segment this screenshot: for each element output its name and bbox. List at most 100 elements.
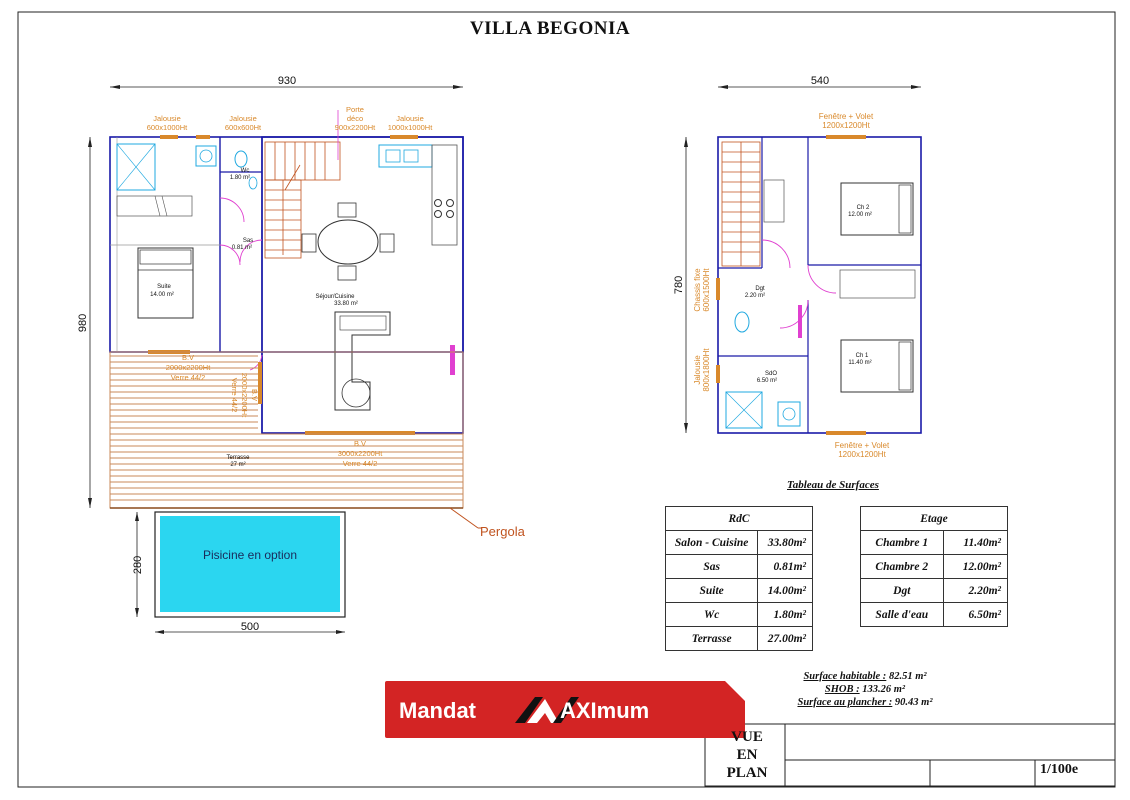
page-title: VILLA BEGONIA [469, 18, 631, 39]
view-line-2: EN [736, 747, 758, 763]
view-line-3: PLAN [726, 765, 768, 781]
room-suite-area: 14.00 m² [150, 292, 174, 298]
etage-label: Dgt [860, 578, 944, 603]
surface-summary: Surface habitable : 82.51 m² SHOB : 133.… [770, 670, 960, 709]
label-bv-1-glass: Verre 44/2 [171, 373, 206, 382]
mandat-maximum-logo: Mandat AXImum [385, 680, 746, 738]
etage-header: Etage [860, 506, 1008, 531]
rdc-value: 14.00m² [757, 578, 813, 603]
label-jalousie-1-size: 600x1000Ht [147, 123, 188, 132]
sheet-border [17, 11, 1116, 788]
rdc-label: Salon - Cuisine [664, 530, 759, 555]
label-porte: Porte [346, 105, 364, 114]
label-fenetre-bottom: Fenêtre + Volet [835, 441, 890, 450]
room-sdo-area: 6.50 m² [757, 378, 777, 384]
room-sas-name: Sas [243, 238, 253, 244]
shob-label: SHOB : [824, 684, 860, 695]
shob-value: 133.26 m² [862, 684, 906, 695]
rdc-value: 27.00m² [757, 626, 813, 651]
room-dgt-area: 2.20 m² [745, 293, 765, 299]
etage-label: Chambre 2 [860, 554, 944, 579]
habitable-value: 82.51 m² [888, 671, 927, 682]
plancher-label: Surface au plancher : [797, 697, 893, 708]
label-porte-size: 900x2200Ht [335, 123, 376, 132]
label-bv-2-glass: Verre 44/2 [230, 378, 239, 413]
room-sas-area: 0.81 m² [232, 245, 252, 251]
label-bv-2-size: 2000x2200Ht [240, 373, 249, 419]
room-sdo-name: SdO [765, 371, 777, 377]
dim-ground-height: 980 [77, 314, 89, 332]
cartouche-scale: 1/100e [1040, 762, 1079, 777]
room-ch2-area: 12.00 m² [848, 212, 872, 218]
pergola-label: Pergola [480, 524, 526, 539]
room-sejour-area: 33.80 m² [334, 301, 358, 307]
logo-word-aximum: AXImum [560, 698, 650, 723]
logo-mark-icon [515, 697, 579, 723]
label-fenetre-bottom-size: 1200x1200Ht [838, 450, 886, 459]
upper-floor-plan: 540 780 [673, 75, 922, 435]
rdc-label: Suite [664, 578, 759, 603]
view-line-1: VUE [731, 729, 763, 745]
room-dgt-name: Dgt [755, 286, 765, 292]
rdc-value: 0.81m² [757, 554, 813, 579]
label-jalousie-3: Jalousie [396, 114, 424, 123]
label-jalousie-1: Jalousie [153, 114, 181, 123]
label-bv-3-glass: Verre 44/2 [343, 459, 378, 468]
ground-floor-plan: 930 980 [77, 75, 482, 634]
room-ch2-name: Ch 2 [857, 205, 870, 211]
rdc-value: 33.80m² [757, 530, 813, 555]
dim-upper-width: 540 [811, 75, 829, 87]
surfaces-title: Tableau de Surfaces [787, 479, 879, 491]
label-chassis-size: 600x1500Ht [702, 268, 711, 312]
label-jalousie-upper-size: 800x1800Ht [702, 348, 711, 392]
dim-pool-width: 500 [241, 621, 259, 633]
room-ch1-name: Ch 1 [856, 353, 869, 359]
room-terrasse-area: 27 m² [230, 462, 245, 468]
room-ch1-area: 11.40 m² [848, 360, 871, 366]
room-wc-name: Wc [241, 168, 250, 174]
room-wc-area: 1.80 m² [230, 175, 250, 181]
label-porte-deco: déco [347, 114, 363, 123]
label-jalousie-3-size: 1000x1000Ht [388, 123, 434, 132]
label-bv-1-size: 2000x2200Ht [166, 363, 212, 372]
cartouche-frame [704, 723, 1116, 787]
rdc-label: Sas [664, 554, 759, 579]
rdc-label: Terrasse [664, 626, 759, 651]
etage-label: Salle d'eau [860, 602, 944, 627]
label-fenetre-top: Fenêtre + Volet [819, 112, 874, 121]
rdc-header: RdC [665, 506, 813, 531]
label-bv-1: B.V [182, 353, 194, 362]
label-bv-3-size: 3000x2200Ht [338, 449, 384, 458]
etage-label: Chambre 1 [860, 530, 944, 555]
label-bv-3: B.V [354, 439, 366, 448]
habitable-label: Surface habitable : [803, 671, 887, 682]
room-terrasse-name: Terrasse [226, 455, 250, 461]
label-jalousie-2-size: 600x600Ht [225, 123, 262, 132]
room-suite-name: Suite [157, 284, 171, 290]
dim-upper-height: 780 [673, 276, 685, 294]
cartouche-view: VUE EN PLAN [712, 728, 782, 782]
label-bv-2: B.V [250, 389, 259, 401]
label-jalousie-2: Jalousie [229, 114, 257, 123]
etage-value: 12.00m² [942, 554, 1009, 579]
plancher-value: 90.43 m² [894, 697, 933, 708]
label-jalousie-upper: Jalousie [693, 355, 702, 385]
rdc-value: 1.80m² [757, 602, 813, 627]
label-chassis: Chassis fixe [693, 268, 702, 312]
etage-value: 2.20m² [942, 578, 1009, 603]
pool-label: Pisicine en option [203, 548, 297, 562]
etage-value: 11.40m² [942, 530, 1009, 555]
